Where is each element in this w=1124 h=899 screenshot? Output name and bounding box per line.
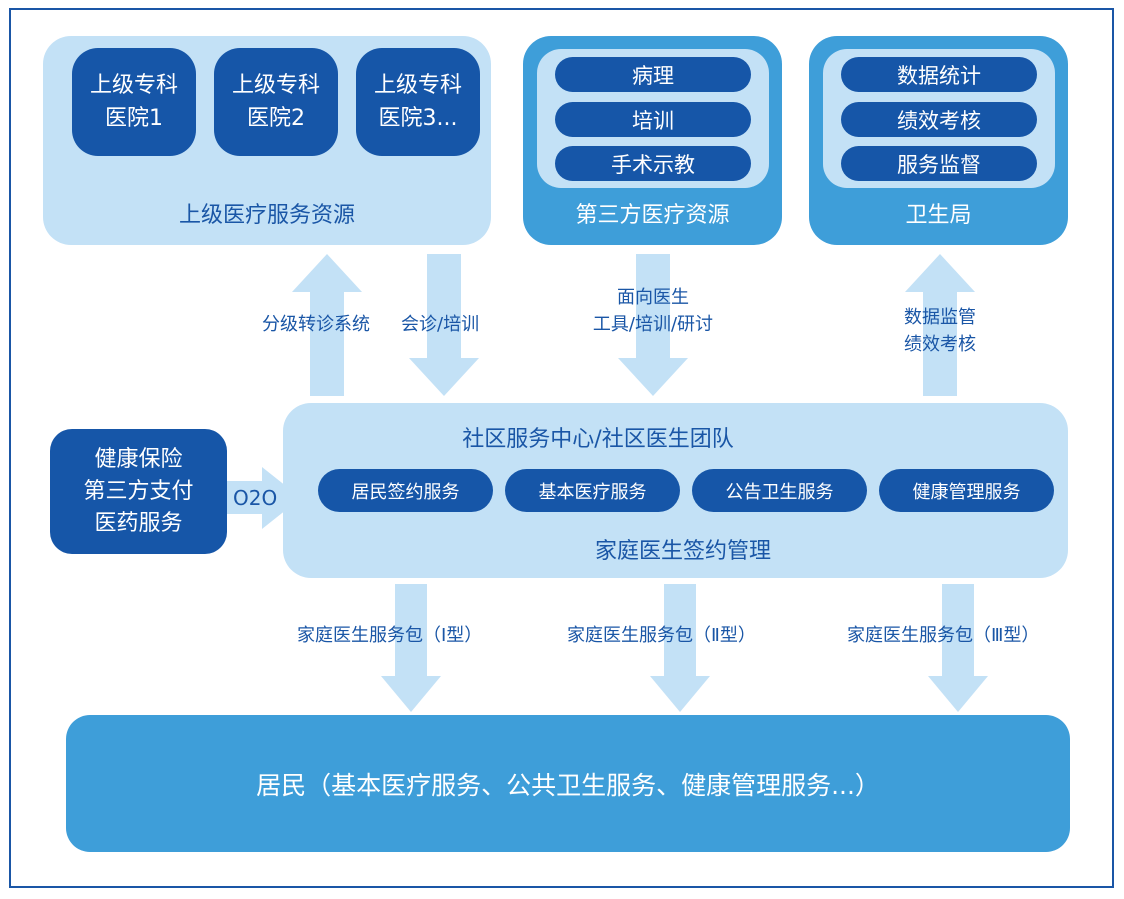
- arrow-up-referral: [292, 254, 362, 396]
- diagram-frame: [9, 8, 1114, 888]
- arrow-down-doctor-tools: [618, 254, 688, 396]
- arrow-down-doctor-tools-shape: [618, 254, 688, 396]
- service-health-management[interactable]: 健康管理服务: [879, 469, 1054, 512]
- service-basic-medical[interactable]: 基本医疗服务: [505, 469, 680, 512]
- bureau-item-statistics[interactable]: 数据统计: [841, 57, 1037, 92]
- arrow-up-referral-shape: [292, 254, 362, 396]
- arrow-right-o2o: [227, 467, 301, 529]
- label-doctor-tools-line1: 面向医生: [617, 287, 689, 308]
- label-package-type-2: 家庭医生服务包（Ⅱ型）: [567, 625, 756, 646]
- label-doctor-tools: 面向医生 工具/培训/研讨: [573, 284, 733, 338]
- label-referral-system: 分级转诊系统: [262, 314, 370, 335]
- label-consult-training: 会诊/培训: [401, 314, 480, 335]
- arrow-down-package-3: [928, 584, 988, 712]
- community-title: 社区服务中心/社区医生团队: [462, 427, 734, 452]
- label-package-type-3: 家庭医生服务包（Ⅲ型）: [847, 625, 1040, 646]
- hospital-box-3[interactable]: 上级专科 医院3...: [356, 48, 480, 156]
- hospital-1-line1: 上级专科: [89, 73, 178, 98]
- arrow-down-package-2: [650, 584, 710, 712]
- bureau-item-supervision[interactable]: 服务监督: [841, 146, 1037, 181]
- hospital-3-line1: 上级专科: [373, 73, 462, 98]
- service-resident-signing[interactable]: 居民签约服务: [318, 469, 493, 512]
- arrow-down-package-1-shape: [381, 584, 441, 712]
- insurance-line-2: 第三方支付: [83, 478, 194, 504]
- upper-resources-title: 上级医疗服务资源: [178, 203, 355, 228]
- label-supervision-line1: 数据监管: [904, 307, 976, 328]
- label-doctor-tools-line2: 工具/培训/研讨: [592, 314, 714, 335]
- arrow-down-consult-shape: [409, 254, 479, 396]
- third-party-title: 第三方医疗资源: [575, 203, 730, 228]
- arrow-down-consult: [409, 254, 479, 396]
- hospital-3-line2: 医院3...: [378, 106, 458, 131]
- insurance-line-3: 医药服务: [94, 510, 183, 536]
- arrow-down-package-1: [381, 584, 441, 712]
- insurance-line-1: 健康保险: [94, 446, 183, 472]
- label-supervision: 数据监管 绩效考核: [880, 304, 1000, 358]
- hospital-box-1[interactable]: 上级专科 医院1: [72, 48, 196, 156]
- third-party-item-pathology[interactable]: 病理: [555, 57, 751, 92]
- insurance-box[interactable]: 健康保险 第三方支付 医药服务: [50, 429, 227, 554]
- arrow-down-package-3-shape: [928, 584, 988, 712]
- bureau-item-performance[interactable]: 绩效考核: [841, 102, 1037, 137]
- third-party-item-training[interactable]: 培训: [555, 102, 751, 137]
- residents-panel[interactable]: 居民（基本医疗服务、公共卫生服务、健康管理服务...）: [66, 715, 1070, 852]
- label-package-type-1: 家庭医生服务包（Ⅰ型）: [297, 625, 483, 646]
- hospital-2-line1: 上级专科: [231, 73, 320, 98]
- label-supervision-line2: 绩效考核: [904, 334, 976, 355]
- arrow-up-supervision-shape: [905, 254, 975, 396]
- health-bureau-title: 卫生局: [905, 203, 972, 228]
- label-o2o: O2O: [233, 486, 278, 510]
- arrow-down-package-2-shape: [650, 584, 710, 712]
- residents-label: 居民（基本医疗服务、公共卫生服务、健康管理服务...）: [256, 770, 880, 800]
- hospital-1-line2: 医院1: [105, 106, 163, 131]
- community-footer: 家庭医生签约管理: [594, 539, 771, 564]
- arrow-right-o2o-shape: [227, 467, 301, 529]
- third-party-item-surgery-demo[interactable]: 手术示教: [555, 146, 751, 181]
- arrow-up-supervision: [905, 254, 975, 396]
- hospital-box-2[interactable]: 上级专科 医院2: [214, 48, 338, 156]
- hospital-2-line2: 医院2: [247, 106, 305, 131]
- service-public-health[interactable]: 公告卫生服务: [692, 469, 867, 512]
